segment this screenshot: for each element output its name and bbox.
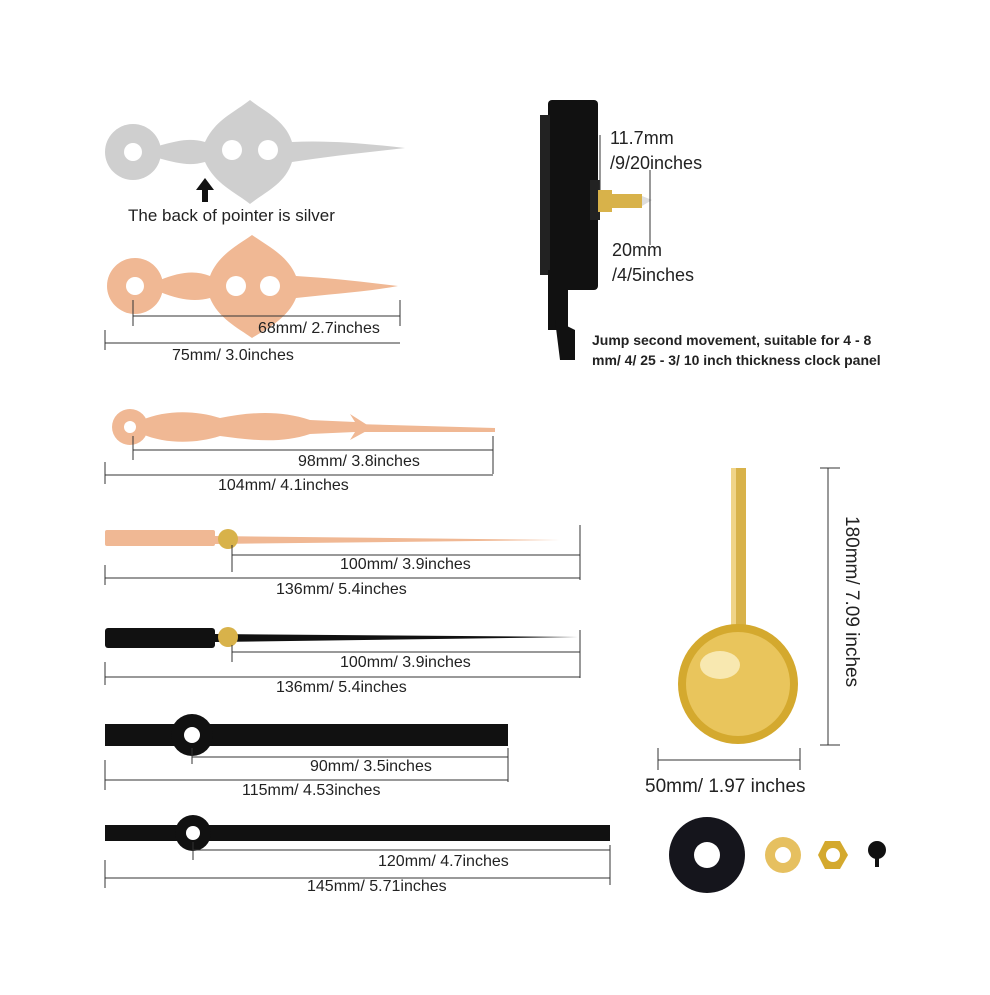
hand-1-inner-length: 68mm/ 2.7inches [258, 320, 380, 337]
shaft-length: 11.7mm [610, 128, 674, 148]
brass-washer [765, 837, 801, 873]
measure-lines [104, 300, 401, 350]
silver-ornate-hand [105, 100, 405, 204]
black-minute-hand [105, 815, 610, 851]
rose-second-hand [105, 529, 560, 549]
hand-2-inner-length: 98mm/ 3.8inches [298, 453, 420, 470]
hand-3-outer-length: 136mm/ 5.4inches [276, 581, 407, 598]
rose-ornate-hand-short [107, 235, 398, 338]
black-hour-hand [105, 714, 508, 756]
thread-length: 20mm [612, 240, 663, 260]
hand-6-outer-length: 145mm/ 5.71inches [307, 878, 447, 895]
pendulum-length: 180mm/ 7.09 inches [841, 516, 862, 688]
hand-1-outer-length: 75mm/ 3.0inches [172, 347, 294, 364]
up-arrow-icon [196, 178, 214, 202]
rubber-washer [669, 817, 745, 893]
hand-5-inner-length: 90mm/ 3.5inches [310, 758, 432, 775]
silver-back-note: The back of pointer is silver [128, 206, 335, 225]
hex-nut [818, 841, 848, 869]
shaft-length-inches: /9/20inches [610, 153, 703, 173]
hand-3-inner-length: 100mm/ 3.9inches [340, 556, 471, 573]
rose-ornate-hand-long [112, 409, 495, 445]
center-cap [868, 841, 886, 867]
clock-movement [540, 100, 652, 360]
hand-4-inner-length: 100mm/ 3.9inches [340, 654, 471, 671]
thread-length-inches: /4/5inches [612, 265, 695, 285]
pendulum-diameter: 50mm/ 1.97 inches [645, 776, 806, 797]
hand-5-outer-length: 115mm/ 4.53inches [242, 782, 381, 799]
movement-description: Jump second movement, suitable for 4 - 8… [592, 332, 881, 368]
black-second-hand [105, 627, 578, 648]
hand-2-outer-length: 104mm/ 4.1inches [218, 477, 349, 494]
hand-4-outer-length: 136mm/ 5.4inches [276, 679, 407, 696]
hand-6-inner-length: 120mm/ 4.7inches [378, 853, 509, 870]
pendulum [678, 468, 798, 744]
